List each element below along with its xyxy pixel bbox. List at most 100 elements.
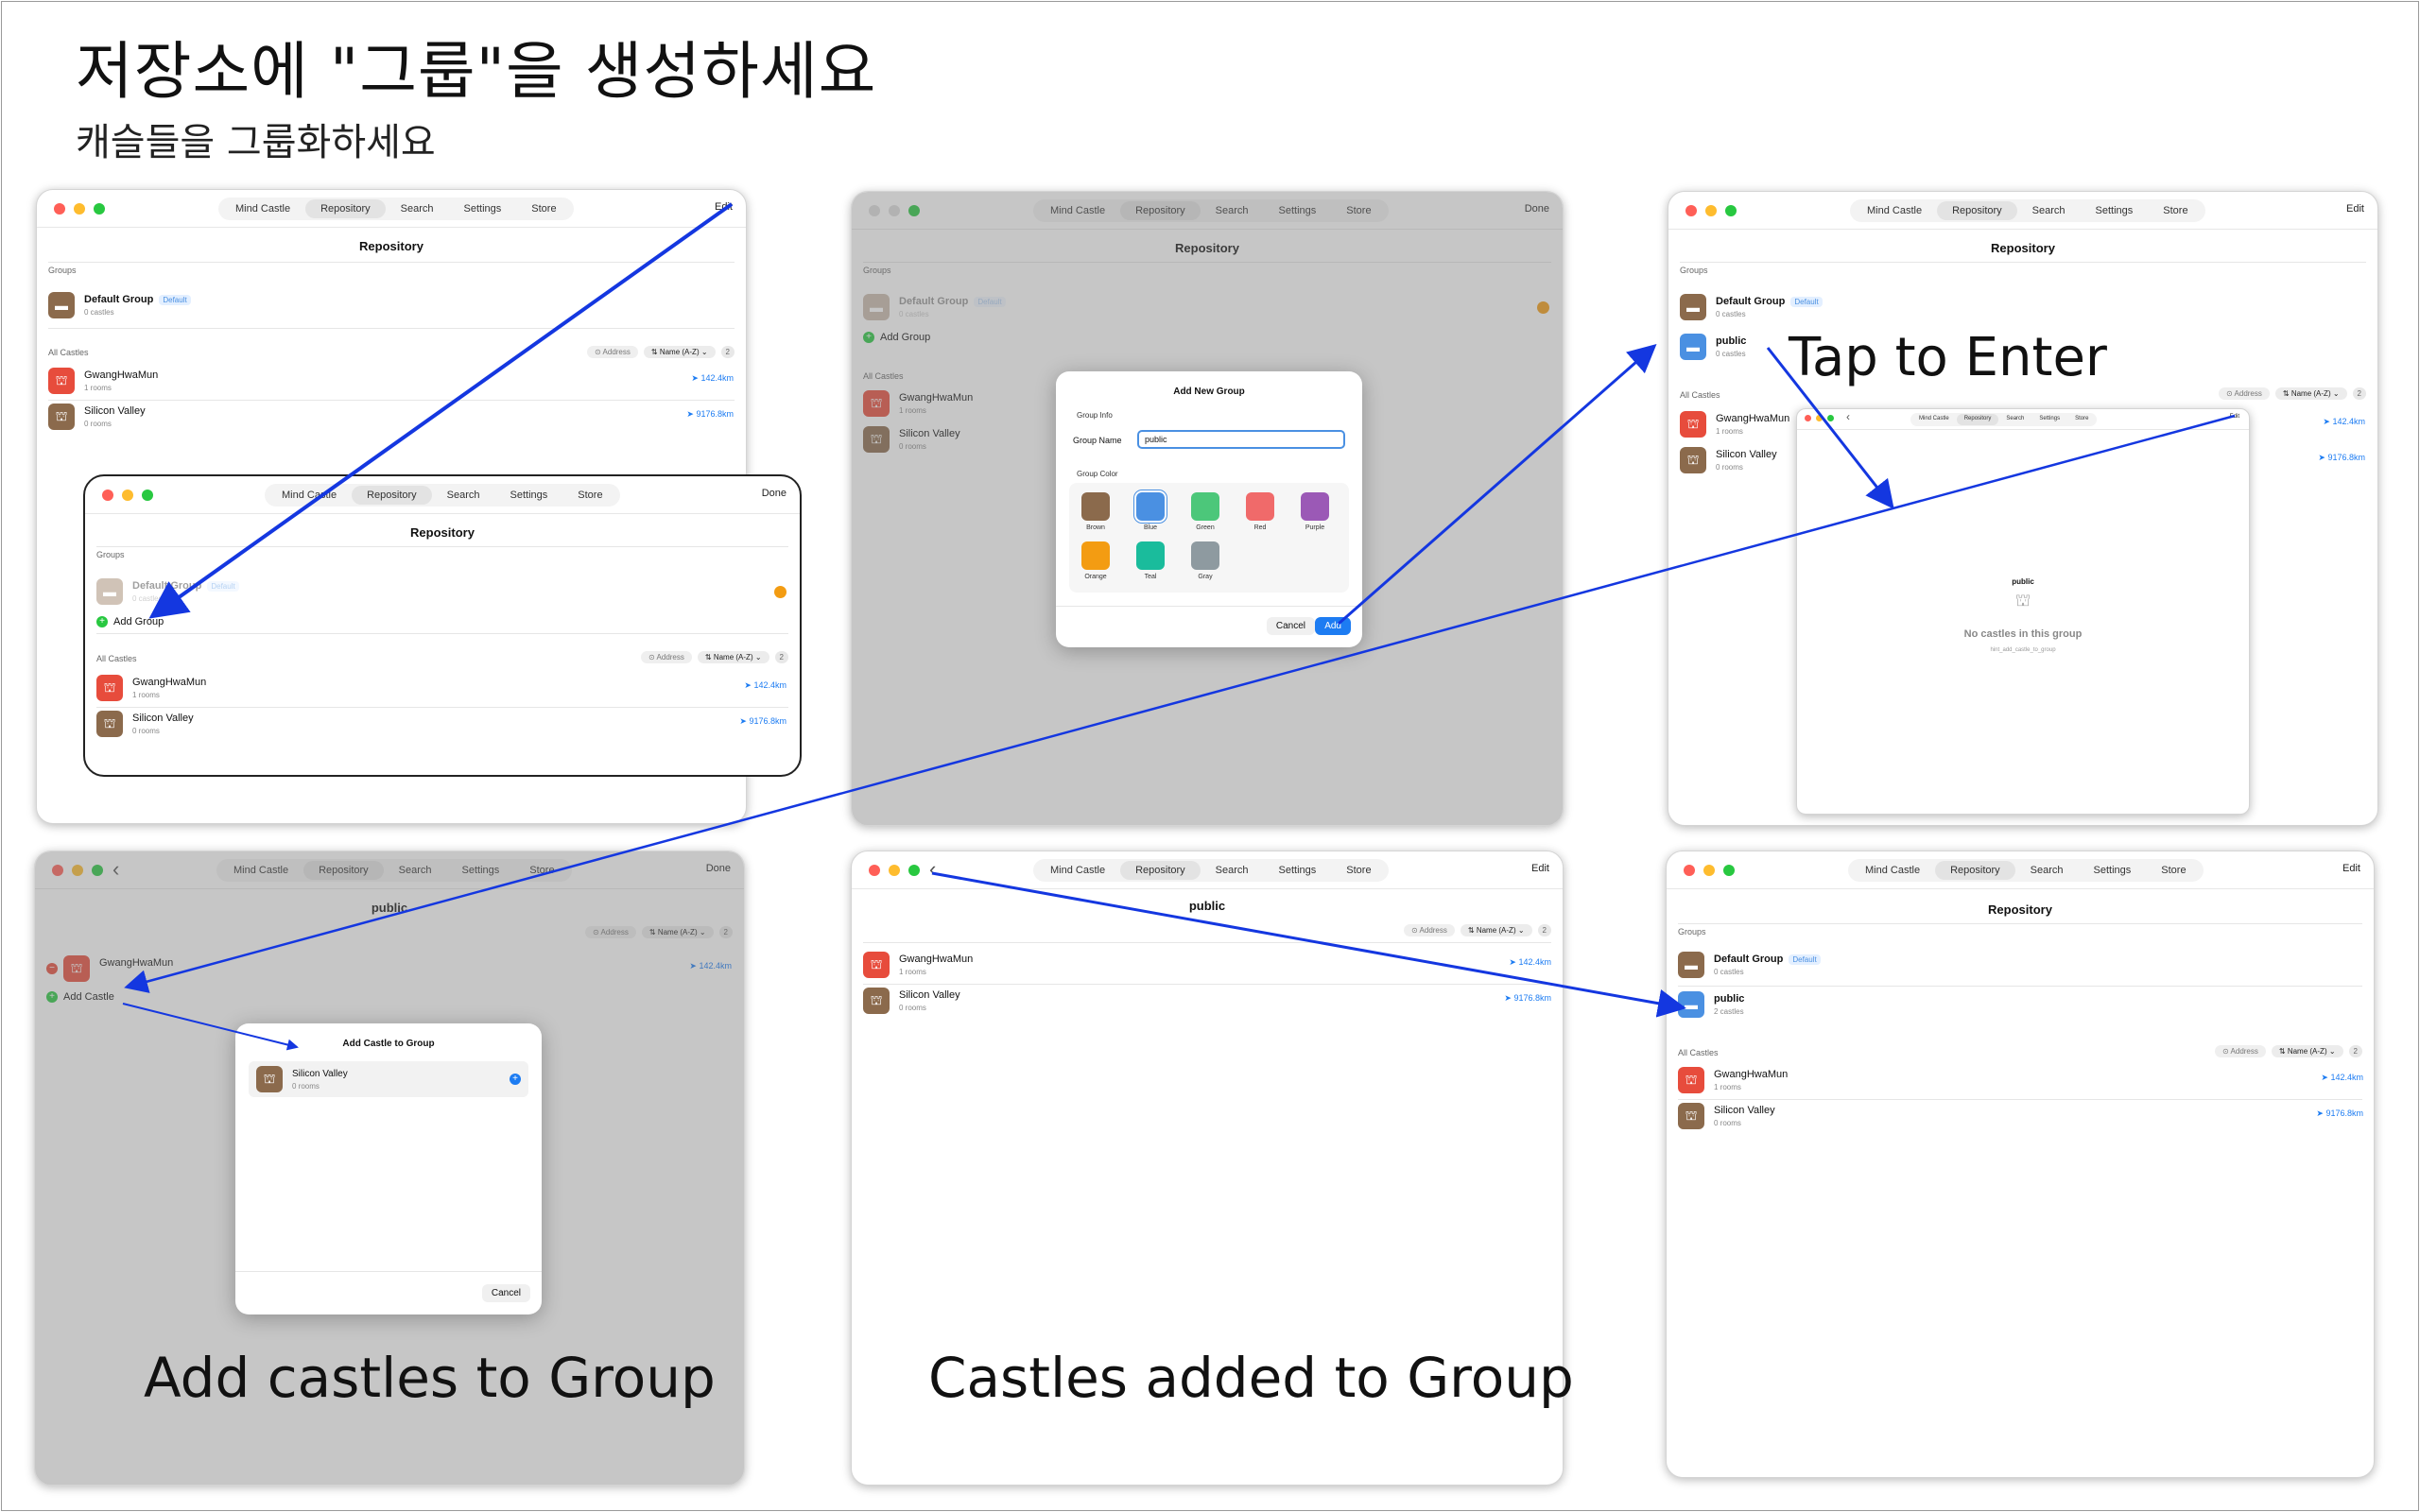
- minimize-icon[interactable]: [72, 865, 83, 876]
- tab-repository[interactable]: Repository: [1935, 861, 2015, 880]
- sort-dropdown[interactable]: ⇅ Name (A-Z) ⌄: [697, 650, 769, 663]
- tab-settings[interactable]: Settings: [1278, 865, 1317, 876]
- add-group-button[interactable]: +Add Group: [96, 616, 164, 628]
- tab-settings[interactable]: Settings: [510, 490, 548, 501]
- tab-store[interactable]: Store: [2161, 865, 2187, 876]
- done-button[interactable]: Done: [1524, 203, 1549, 215]
- zoom-icon[interactable]: [1723, 865, 1735, 876]
- tab-settings[interactable]: Settings: [2095, 205, 2134, 216]
- color-gray[interactable]: Gray: [1184, 541, 1226, 580]
- back-chevron-icon[interactable]: ‹: [929, 857, 937, 881]
- color-orange[interactable]: Orange: [1075, 541, 1116, 580]
- edit-button[interactable]: Edit: [715, 201, 733, 213]
- minimize-icon[interactable]: [1703, 865, 1715, 876]
- tab-mind-castle[interactable]: Mind Castle: [235, 203, 291, 215]
- back-chevron-icon[interactable]: ‹: [112, 857, 120, 881]
- minimize-icon[interactable]: [74, 203, 85, 215]
- close-icon[interactable]: [1684, 865, 1695, 876]
- tab-search[interactable]: Search: [2006, 416, 2025, 421]
- tab-repository[interactable]: Repository: [1120, 861, 1201, 880]
- tab-search[interactable]: Search: [400, 203, 434, 215]
- edit-group-icon[interactable]: [1537, 301, 1549, 314]
- castle-row-gwanghwamun[interactable]: ⛫ GwangHwaMun 1 rooms ➤ 142.4km: [96, 675, 786, 707]
- tab-settings[interactable]: Settings: [1278, 205, 1317, 216]
- castle-row-gwanghwamun[interactable]: ⛫ GwangHwaMun 1 rooms ➤ 142.4km: [863, 952, 1551, 984]
- zoom-icon[interactable]: [908, 205, 920, 216]
- tab-search[interactable]: Search: [1215, 865, 1249, 876]
- tab-store[interactable]: Store: [531, 203, 557, 215]
- edit-button[interactable]: Edit: [1531, 863, 1549, 874]
- close-icon[interactable]: [1805, 415, 1811, 421]
- edit-button[interactable]: Edit: [2229, 414, 2239, 420]
- tab-mind-castle[interactable]: Mind Castle: [1050, 205, 1106, 216]
- done-button[interactable]: Done: [761, 488, 786, 499]
- minimize-icon[interactable]: [122, 490, 133, 501]
- sort-dropdown[interactable]: ⇅ Name (A-Z) ⌄: [643, 345, 716, 358]
- close-icon[interactable]: [1685, 205, 1697, 216]
- back-chevron-icon[interactable]: ‹: [1846, 410, 1850, 423]
- tab-mind-castle[interactable]: Mind Castle: [1865, 865, 1921, 876]
- minimize-icon[interactable]: [1816, 415, 1823, 421]
- close-icon[interactable]: [52, 865, 63, 876]
- tab-search[interactable]: Search: [446, 490, 480, 501]
- minimize-icon[interactable]: [889, 865, 900, 876]
- zoom-icon[interactable]: [1827, 415, 1834, 421]
- tab-store[interactable]: Store: [2075, 416, 2089, 421]
- castle-row-silicon-valley[interactable]: ⛫ Silicon Valley 0 rooms ➤ 9176.8km: [48, 404, 734, 436]
- castle-row-gwanghwamun[interactable]: ⛫ GwangHwaMun 1 rooms ➤ 142.4km: [48, 368, 734, 400]
- tab-repository[interactable]: Repository: [1956, 414, 1999, 425]
- tab-mind-castle[interactable]: Mind Castle: [1919, 416, 1949, 421]
- cancel-button[interactable]: Cancel: [481, 1284, 530, 1302]
- tab-mind-castle[interactable]: Mind Castle: [1867, 205, 1923, 216]
- tab-mind-castle[interactable]: Mind Castle: [1050, 865, 1106, 876]
- close-icon[interactable]: [54, 203, 65, 215]
- minimize-icon[interactable]: [889, 205, 900, 216]
- tab-store[interactable]: Store: [1346, 865, 1372, 876]
- minimize-icon[interactable]: [1705, 205, 1717, 216]
- group-name-input[interactable]: public: [1137, 430, 1345, 449]
- close-icon[interactable]: [102, 490, 113, 501]
- zoom-icon[interactable]: [94, 203, 105, 215]
- address-button[interactable]: ⊙ Address: [1404, 923, 1455, 936]
- address-button[interactable]: ⊙ Address: [2219, 387, 2270, 400]
- close-icon[interactable]: [869, 205, 880, 216]
- edit-group-icon[interactable]: [774, 586, 786, 598]
- edit-button[interactable]: Edit: [2346, 203, 2364, 215]
- add-icon[interactable]: +: [510, 1074, 521, 1085]
- sort-dropdown[interactable]: ⇅ Name (A-Z) ⌄: [2271, 1044, 2343, 1057]
- tab-search[interactable]: Search: [1215, 205, 1249, 216]
- color-green[interactable]: Green: [1184, 492, 1226, 531]
- zoom-icon[interactable]: [908, 865, 920, 876]
- group-row-public[interactable]: ▬ public 2 castles: [1678, 991, 2363, 1023]
- color-brown[interactable]: Brown: [1075, 492, 1116, 531]
- zoom-icon[interactable]: [92, 865, 103, 876]
- edit-button[interactable]: Edit: [2342, 863, 2360, 874]
- tab-store[interactable]: Store: [2163, 205, 2188, 216]
- add-castle-button[interactable]: +Add Castle: [46, 991, 114, 1004]
- tab-repository[interactable]: Repository: [1120, 201, 1201, 220]
- address-button[interactable]: ⊙ Address: [641, 650, 692, 663]
- tab-mind-castle[interactable]: Mind Castle: [282, 490, 337, 501]
- castle-row-silicon-valley[interactable]: ⛫ Silicon Valley 0 rooms ➤ 9176.8km: [96, 711, 786, 743]
- tab-search[interactable]: Search: [2030, 865, 2064, 876]
- tab-store[interactable]: Store: [578, 490, 603, 501]
- close-icon[interactable]: [869, 865, 880, 876]
- tab-settings[interactable]: Settings: [2093, 865, 2132, 876]
- color-purple[interactable]: Purple: [1294, 492, 1336, 531]
- group-row-public[interactable]: ▬ public 0 castles: [1680, 334, 2365, 366]
- tab-settings[interactable]: Settings: [2039, 416, 2061, 421]
- tab-settings[interactable]: Settings: [463, 203, 502, 215]
- tab-repository[interactable]: Repository: [352, 486, 432, 505]
- zoom-icon[interactable]: [142, 490, 153, 501]
- castle-row-silicon-valley[interactable]: ⛫ Silicon Valley 0 rooms ➤ 9176.8km: [863, 988, 1551, 1020]
- tab-repository[interactable]: Repository: [1937, 201, 2017, 220]
- add-group-button[interactable]: +Add Group: [863, 332, 930, 344]
- sort-dropdown[interactable]: ⇅ Name (A-Z) ⌄: [2274, 387, 2347, 400]
- add-button[interactable]: Add: [1315, 617, 1351, 635]
- color-blue[interactable]: Blue: [1130, 492, 1171, 531]
- castle-option-silicon-valley[interactable]: ⛫ Silicon Valley 0 rooms +: [249, 1061, 528, 1097]
- tab-store[interactable]: Store: [1346, 205, 1372, 216]
